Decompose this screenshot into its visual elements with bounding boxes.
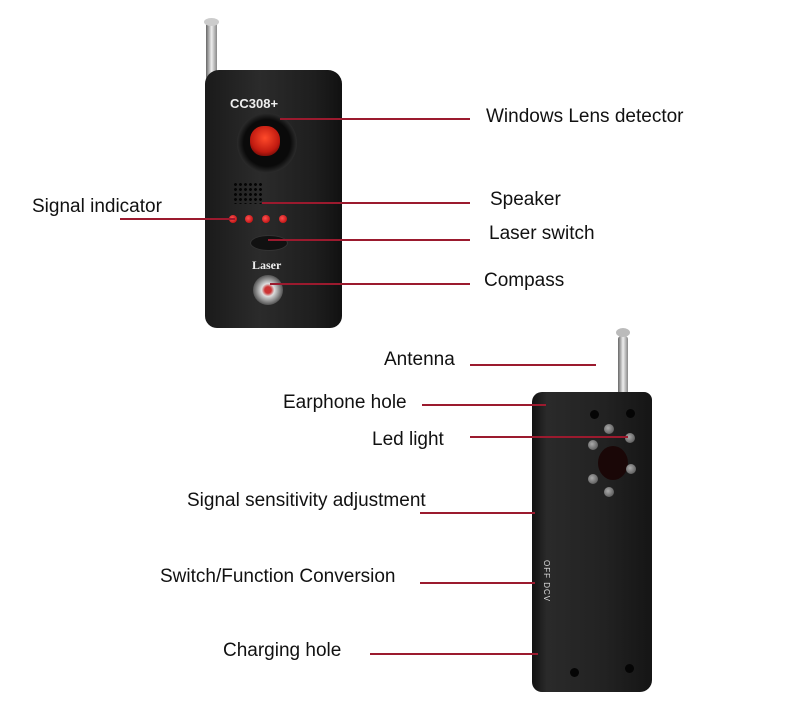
label-signal-sensitivity-adjustment: Signal sensitivity adjustment (187, 490, 426, 511)
label-signal-indicator: Signal indicator (32, 196, 162, 217)
side-antenna-tip (616, 328, 630, 337)
laser-button (250, 235, 288, 251)
ir-led-icon (626, 464, 636, 474)
side-markings: OFF DCV (542, 560, 551, 603)
front-antenna (206, 20, 217, 80)
model-label: CC308+ (230, 96, 279, 111)
side-antenna (618, 336, 628, 396)
leader-line (370, 653, 538, 655)
ir-led-icon (604, 424, 614, 434)
leader-line (120, 218, 235, 220)
led-icon (279, 215, 287, 223)
leader-line (420, 582, 535, 584)
leader-line (470, 364, 596, 366)
screw-icon (570, 668, 579, 677)
screw-icon (626, 409, 635, 418)
leader-line (420, 512, 535, 514)
side-lens-icon (598, 446, 628, 480)
label-speaker: Speaker (490, 189, 561, 210)
ir-led-icon (625, 433, 635, 443)
leader-line (270, 283, 470, 285)
front-antenna-tip (204, 18, 219, 26)
label-switch-function-conversion: Switch/Function Conversion (160, 566, 396, 587)
label-compass: Compass (484, 270, 565, 291)
ir-led-icon (604, 487, 614, 497)
laser-text: Laser (252, 258, 282, 272)
label-charging-hole: Charging hole (223, 640, 342, 661)
label-laser-switch: Laser switch (489, 223, 595, 244)
label-antenna: Antenna (384, 349, 455, 370)
leader-line (262, 202, 470, 204)
label-windows-lens-detector: Windows Lens detector (486, 106, 684, 127)
ir-led-icon (588, 474, 598, 484)
label-led-light: Led light (372, 429, 444, 450)
screw-icon (625, 664, 634, 673)
leader-line (280, 118, 470, 120)
ir-led-icon (588, 440, 598, 450)
leader-line (470, 436, 628, 438)
label-earphone-hole: Earphone hole (283, 392, 407, 413)
screw-icon (590, 410, 599, 419)
led-icon (262, 215, 270, 223)
leader-line (422, 404, 546, 406)
lens-detector-icon (250, 126, 280, 156)
compass-icon (253, 275, 283, 305)
led-icon (245, 215, 253, 223)
leader-line (268, 239, 470, 241)
speaker-grille-icon (233, 182, 263, 204)
